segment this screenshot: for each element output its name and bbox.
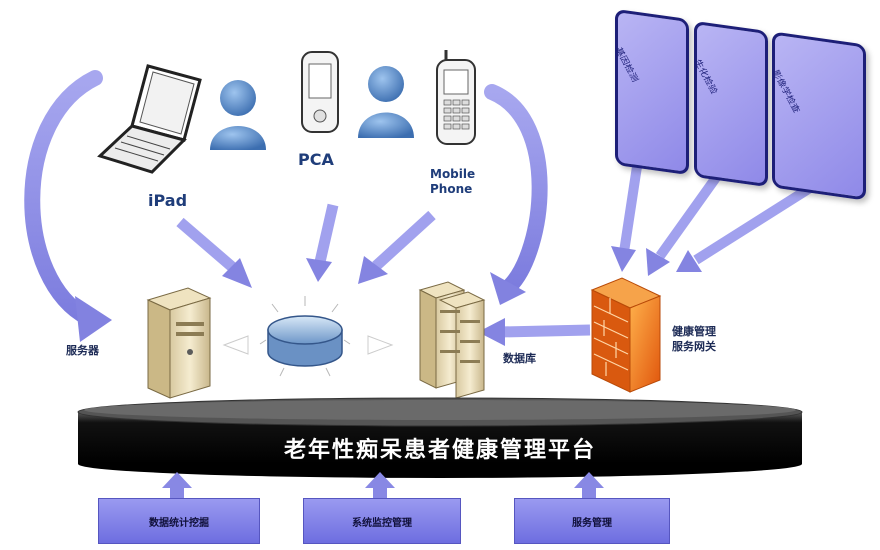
arrow-card2-to-gateway — [646, 169, 725, 276]
exam-card-1: 基因检测 — [612, 8, 689, 176]
curved-arrow-left — [24, 70, 112, 342]
database-server-icon — [418, 281, 486, 399]
platform-title: 老年性痴呆患者健康管理平台 — [283, 438, 596, 463]
exam-card-2: 生化检验 — [691, 20, 768, 188]
hub-connectors — [222, 335, 394, 355]
module-data-mining-label: 数据统计挖掘 — [149, 517, 209, 529]
hub-icon — [259, 296, 351, 377]
firewall-icon — [590, 277, 662, 393]
platform-bar — [77, 397, 803, 478]
exam-card-1-label: 基因检测 — [612, 46, 640, 84]
arrow-ipad-to-hub — [176, 217, 252, 288]
exam-card-3-label: 影像学检查 — [769, 68, 801, 115]
person-icon-1 — [210, 80, 266, 150]
arrow-card3-to-gateway — [676, 183, 813, 272]
arrow-mobile-to-hub — [358, 210, 436, 284]
module-service-management-label: 服务管理 — [572, 517, 612, 529]
curved-arrow-right — [484, 84, 548, 305]
pda-icon — [301, 51, 339, 133]
module-system-monitor: 系统监控管理 — [303, 498, 461, 544]
arrow-pca-to-hub — [306, 203, 339, 282]
person-icon-2 — [358, 66, 414, 138]
module-service-management: 服务管理 — [514, 498, 670, 544]
mobile-phone-label: Mobile Phone — [430, 167, 476, 196]
module-data-mining: 数据统计挖掘 — [98, 498, 260, 544]
database-label: 数据库 — [503, 352, 536, 365]
server-label: 服务器 — [66, 344, 99, 357]
arrow-card1-to-gateway — [611, 159, 643, 272]
mobile-phone-icon — [436, 50, 476, 145]
exam-card-3: 影像学检查 — [769, 31, 866, 201]
exam-card-2-label: 生化检验 — [691, 58, 719, 96]
laptop-icon — [97, 64, 202, 174]
gateway-label: 健康管理 服务网关 — [672, 325, 716, 353]
ipad-label: iPad — [148, 191, 188, 210]
server-icon — [146, 287, 212, 399]
pca-label: PCA — [298, 150, 334, 169]
arrow-gateway-to-database — [478, 318, 591, 346]
module-system-monitor-label: 系统监控管理 — [352, 517, 412, 529]
